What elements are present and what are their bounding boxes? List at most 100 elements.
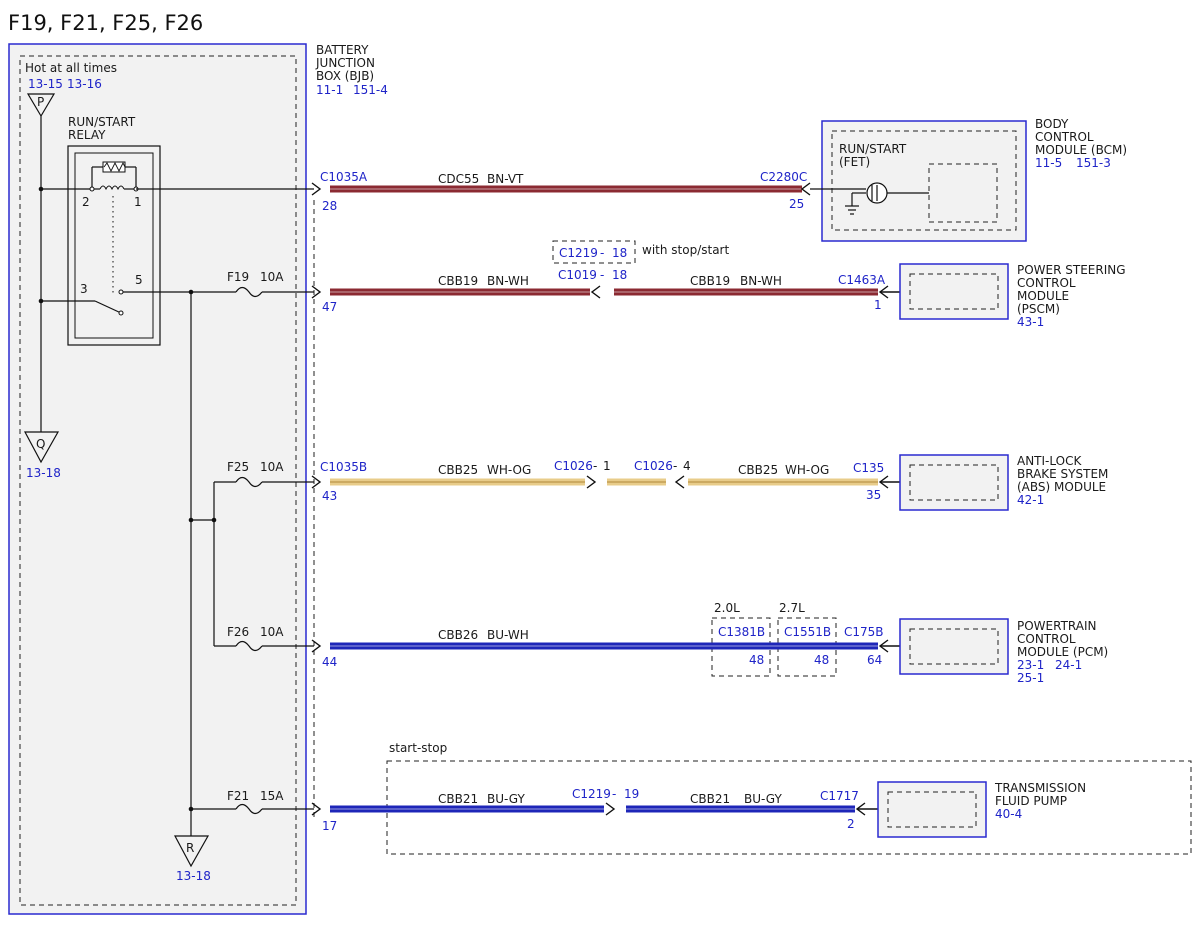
end-connector-pin: 1 (874, 298, 882, 312)
circuit-number-2: CBB25 (738, 463, 778, 477)
inline-connector-label: C1019 (558, 268, 597, 282)
end-connector-label: C1463A (838, 273, 886, 287)
bus-p-triangle (26, 93, 56, 118)
relay-inner-box (74, 152, 154, 339)
pcm-name-3: MODULE (PCM) (1017, 645, 1108, 659)
bcm-name-1: BODY (1035, 117, 1069, 131)
inline-b-label: C1026 (634, 459, 673, 473)
alt-connector-label: C1219 (559, 246, 598, 260)
module-pscm: POWER STEERING CONTROL MODULE (PSCM) 43-… (899, 263, 1126, 329)
alt-connector-dash: - (600, 246, 604, 260)
switch-no-contact (118, 289, 124, 295)
circuit-cbb26: 44 CBB26 BU-WH 2.0L C1381B 48 2.7L C1551… (322, 601, 884, 677)
relay-outer-box (67, 145, 161, 346)
wire-color: WH-OG (487, 463, 531, 477)
alt-connector-note: with stop/start (642, 243, 729, 257)
wire-color: BU-GY (487, 792, 525, 806)
inline-a-pin: 1 (603, 459, 611, 473)
pscm-name-1: POWER STEERING (1017, 263, 1126, 277)
inline-chevron-c1019 (590, 285, 601, 299)
bcm-name-3: MODULE (BCM) (1035, 143, 1127, 157)
wire-color-2: BN-WH (740, 274, 782, 288)
wire-highlights (330, 188, 878, 810)
circuit-number: CDC55 (438, 172, 479, 186)
module-transmission-fluid-pump: TRANSMISSION FLUID PUMP 40-4 (877, 781, 1086, 838)
pscm-inner-dashed (909, 273, 999, 310)
pump-connector-chevron (855, 802, 866, 816)
pscm-ref-1: 43-1 (1017, 315, 1044, 329)
circuit-number-2: CBB19 (690, 274, 730, 288)
end-connector-pin: 25 (789, 197, 804, 211)
end-connector-pin: 64 (867, 653, 882, 667)
bjb-connector-chevron (311, 182, 322, 196)
pump-box (877, 781, 987, 838)
pcm-name-1: POWERTRAIN (1017, 619, 1097, 633)
circuit-cbb19: C1219 - 18 with stop/start C1019 - 18 47… (322, 240, 886, 314)
abs-box (899, 454, 1009, 511)
relay-pin-2: 2 (82, 195, 90, 209)
relay-pin-5: 5 (135, 273, 143, 287)
alt-connector-pin: 18 (612, 246, 627, 260)
circuit-number: CBB19 (438, 274, 478, 288)
circuit-cbb25: C1035B 43 CBB25 WH-OG C1026 - 1 C1026 - … (320, 459, 884, 503)
relay-label-2: RELAY (68, 128, 106, 142)
connector-pin: 44 (322, 655, 337, 669)
inline-connector-dash: - (600, 268, 604, 282)
bcm-inner-block (928, 163, 998, 223)
pcm-box (899, 618, 1009, 675)
bus-q-label: Q (36, 437, 45, 451)
option-1-label: 2.0L (714, 601, 740, 615)
fuse-f26: F26 10A (227, 625, 284, 652)
option-1-connector: C1381B (718, 625, 765, 639)
module-bcm: RUN/START (FET) BODY CONTROL MODULE (BCM… (810, 117, 1127, 242)
bcm-ref-1: 11-5 (1035, 156, 1062, 170)
resistor-zigzag (103, 161, 126, 173)
inline-connector-pin: 19 (624, 787, 639, 801)
bjb-ref-1: 11-1 (316, 83, 343, 97)
wire-color: BN-VT (487, 172, 524, 186)
pcm-ref-3: 25-1 (1017, 671, 1044, 685)
abs-ref-1: 42-1 (1017, 493, 1044, 507)
pcm-ref-2: 24-1 (1055, 658, 1082, 672)
fuse-rating: 15A (260, 789, 284, 803)
abs-name-2: BRAKE SYSTEM (1017, 467, 1108, 481)
fuse-f25: F25 10A (227, 460, 284, 488)
pump-name-1: TRANSMISSION (994, 781, 1086, 795)
bjb-inner-dashed (19, 55, 297, 906)
inline-chevron-c1219 (605, 802, 616, 816)
bcm-ref-2: 151-3 (1076, 156, 1111, 170)
hot-ref-1: 13-15 (28, 77, 63, 91)
pcm-name-2: CONTROL (1017, 632, 1076, 646)
bjb-connector-chevron (311, 475, 322, 489)
circuit-number-2: CBB21 (690, 792, 730, 806)
connector-pin: 43 (322, 489, 337, 503)
pcm-inner-dashed (909, 628, 999, 665)
option-1-pin: 48 (749, 653, 764, 667)
bus-q-triangle (24, 431, 60, 464)
wire-color: BN-WH (487, 274, 529, 288)
bus-q-ref: 13-18 (26, 466, 61, 480)
end-connector-label: C1717 (820, 789, 859, 803)
inline-a-label: C1026 (554, 459, 593, 473)
bjb-name-2: JUNCTION (315, 56, 375, 70)
pscm-name-3: MODULE (1017, 289, 1069, 303)
bjb-ref-2: 151-4 (353, 83, 388, 97)
connector-pin: 28 (322, 199, 337, 213)
abs-connector-chevron (878, 475, 889, 489)
module-pcm: POWERTRAIN CONTROL MODULE (PCM) 23-1 24-… (899, 618, 1108, 685)
pump-name-2: FLUID PUMP (995, 794, 1067, 808)
connector-label: C1035A (320, 170, 368, 184)
connector-pin: 47 (322, 300, 337, 314)
start-stop-label: start-stop (389, 741, 447, 755)
fuse-name: F19 (227, 270, 249, 284)
circuit-number: CBB26 (438, 628, 478, 642)
circuit-number: CBB21 (438, 792, 478, 806)
option-2-connector: C1551B (784, 625, 831, 639)
fuse-name: F25 (227, 460, 249, 474)
bus-r-ref: 13-18 (176, 869, 211, 883)
pscm-connector-chevron (878, 285, 889, 299)
relay-label-1: RUN/START (68, 115, 136, 129)
fuse-rating: 10A (260, 460, 284, 474)
page-title: F19, F21, F25, F26 (8, 11, 203, 35)
wire-color-2: WH-OG (785, 463, 829, 477)
